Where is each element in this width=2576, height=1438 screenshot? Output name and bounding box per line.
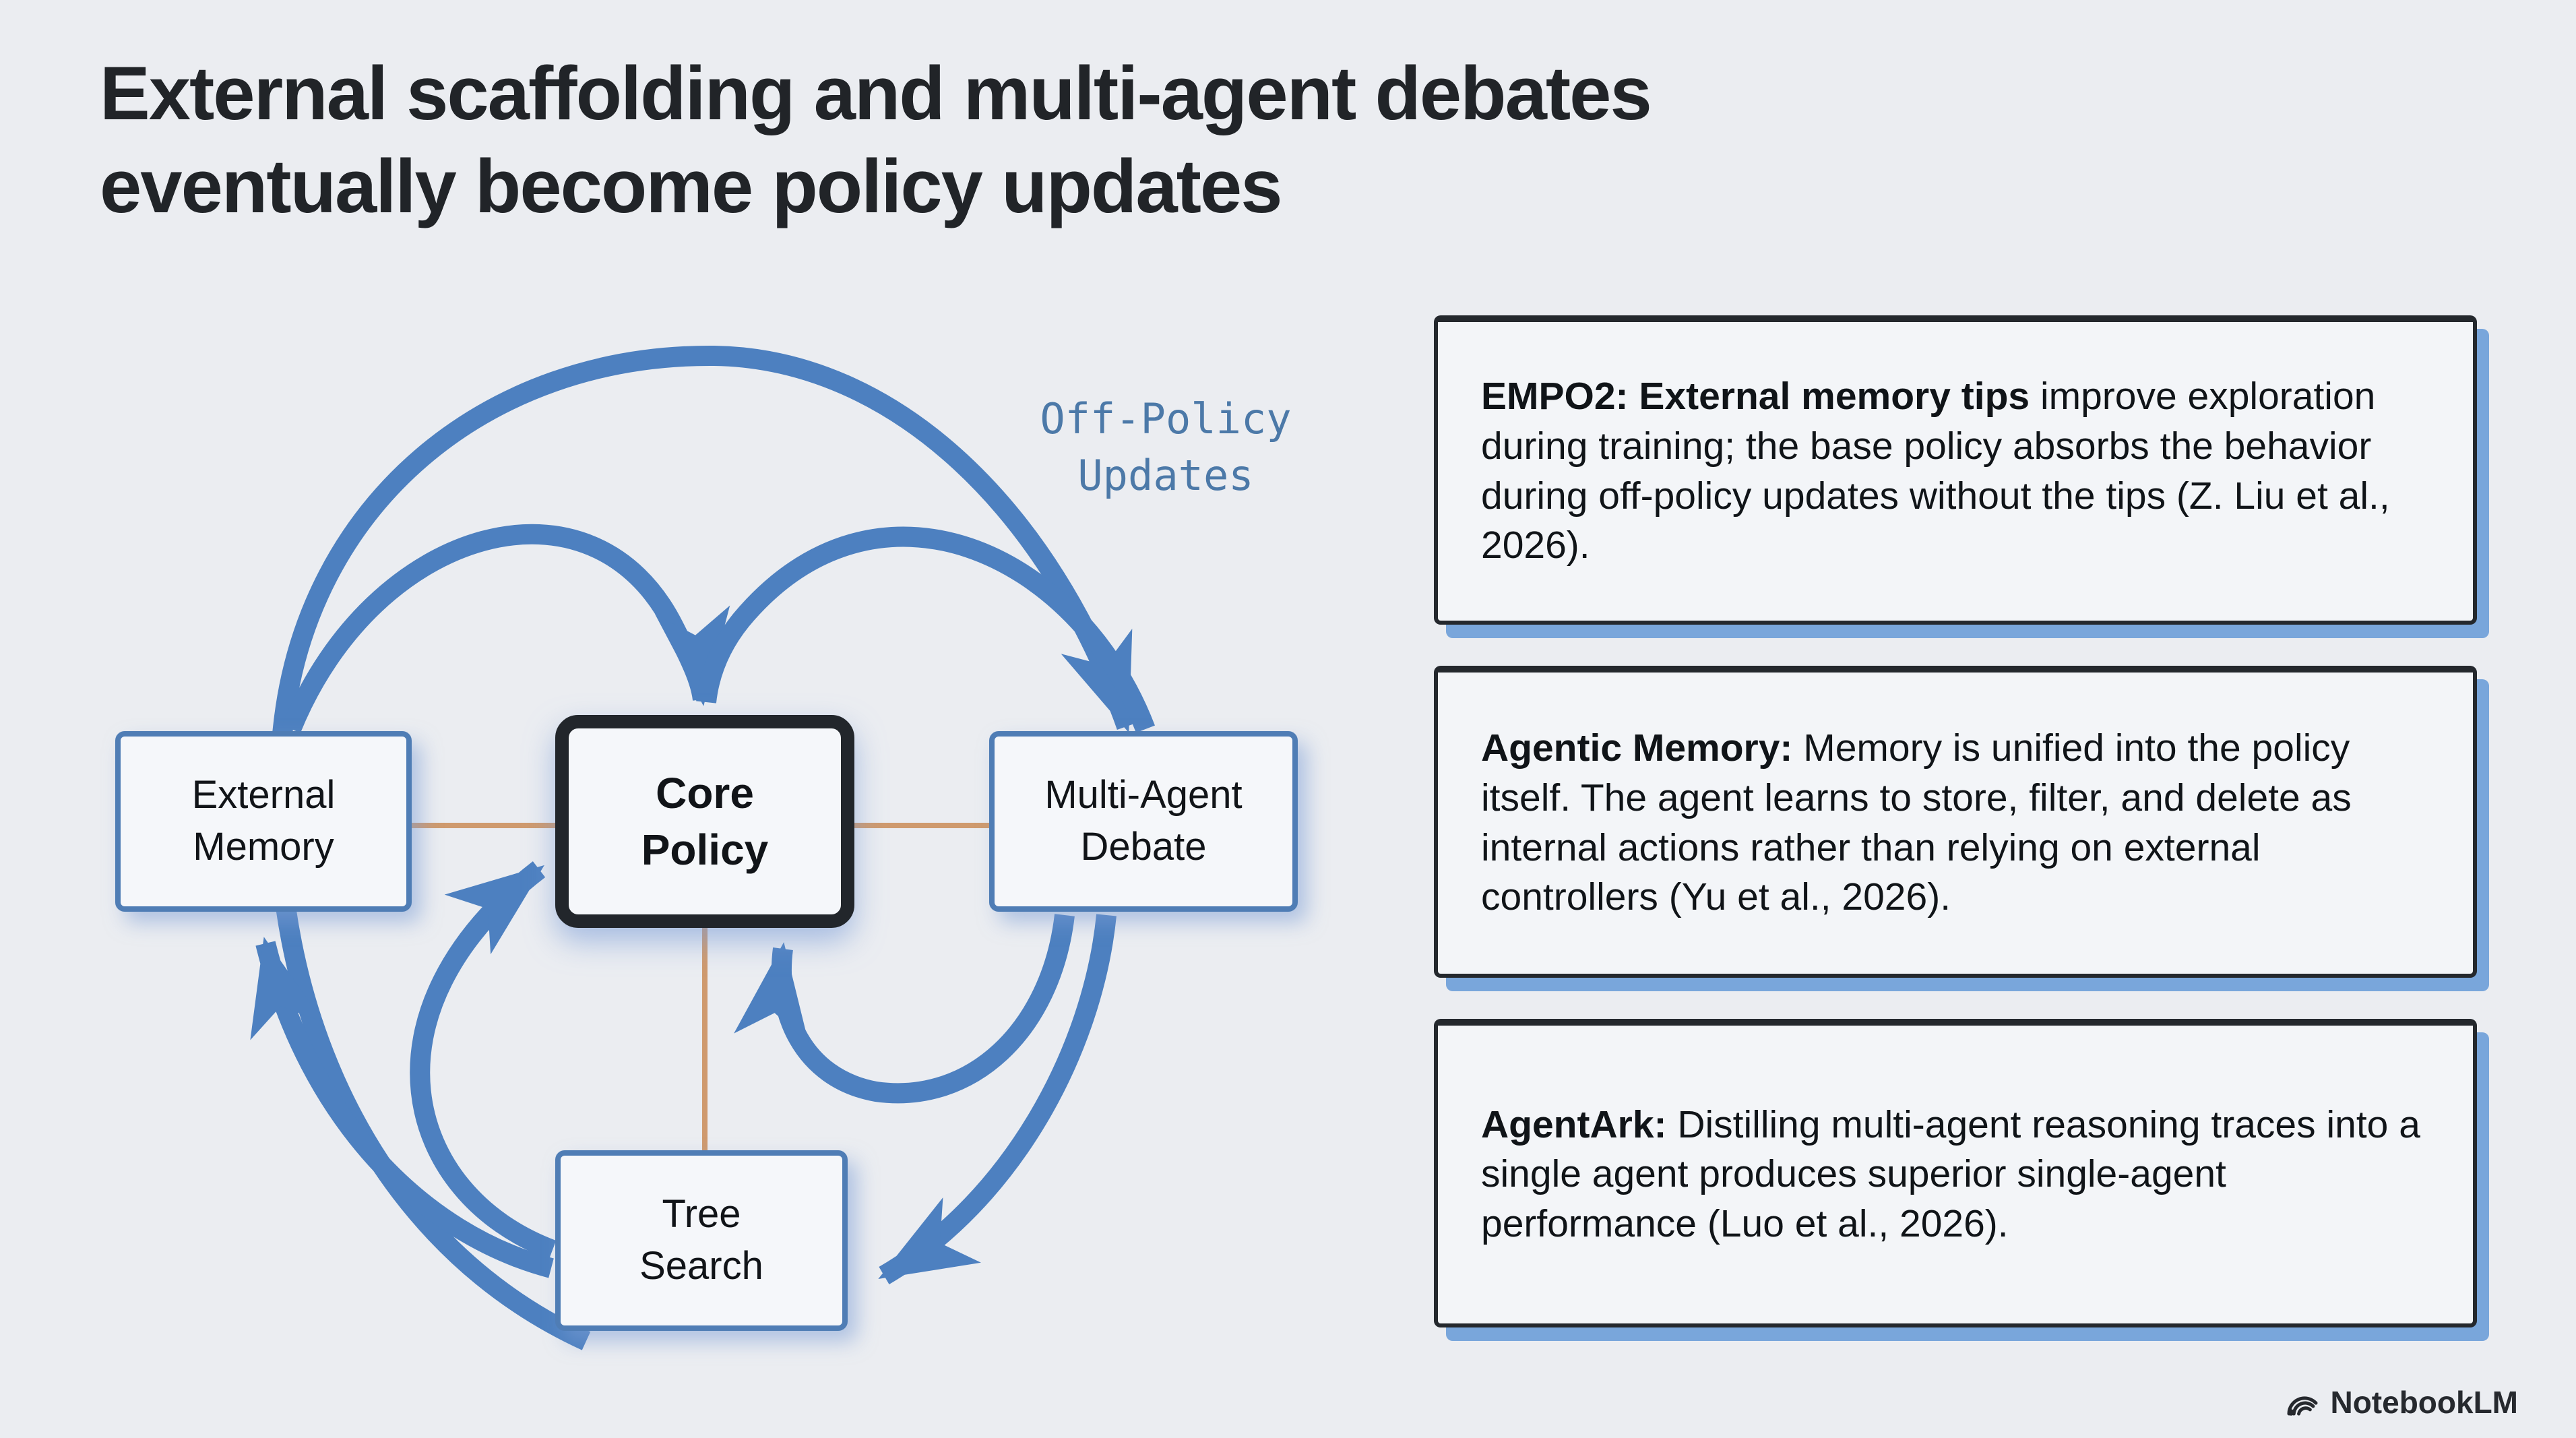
notebooklm-logo-icon <box>2287 1396 2318 1416</box>
node-multi-agent-debate-label-line-1: Multi-Agent <box>1044 773 1243 817</box>
node-core-policy: Core Policy <box>555 715 854 928</box>
node-external-memory-label-line-2: Memory <box>193 825 334 869</box>
node-tree-search: Tree Search <box>555 1150 848 1331</box>
callout-empo2-text: EMPO2: External memory tips improve expl… <box>1481 372 2430 570</box>
callout-agentic-memory-lead: Agentic Memory: <box>1481 726 1793 770</box>
callout-empo2-lead: EMPO2: External memory tips <box>1481 375 2030 418</box>
node-tree-search-label-line-1: Tree <box>662 1192 741 1237</box>
callout-agentark: AgentArk: Distilling multi-agent reasoni… <box>1434 1019 2477 1327</box>
off-policy-updates-label: Off-Policy Updates <box>997 391 1334 503</box>
callout-agentark-body: Distilling multi-agent reasoning traces … <box>1481 1102 2420 1245</box>
notebooklm-brand: NotebookLM <box>2283 1384 2518 1420</box>
callout-agentic-memory-text: Agentic Memory: Memory is unified into t… <box>1481 724 2430 922</box>
off-policy-label-line-2: Updates <box>1077 450 1254 500</box>
page-title-line-1: External scaffolding and multi-agent deb… <box>100 51 1652 135</box>
arrow-external-memory-to-core-policy <box>282 524 730 733</box>
notebooklm-brand-text: NotebookLM <box>2330 1385 2518 1420</box>
callout-agentark-text: AgentArk: Distilling multi-agent reasoni… <box>1481 1100 2430 1249</box>
off-policy-label-line-1: Off-Policy <box>1040 394 1292 443</box>
arrow-tree-search-to-external-memory <box>250 937 554 1278</box>
callout-empo2: EMPO2: External memory tips improve expl… <box>1434 315 2477 625</box>
page-title: External scaffolding and multi-agent deb… <box>100 47 2323 233</box>
callout-agentark-lead: AgentArk: <box>1481 1102 1667 1146</box>
callout-empo2-body: improve exploration during training; the… <box>1481 375 2390 567</box>
arrow-tree-search-to-core-policy <box>410 861 557 1260</box>
node-core-policy-label-line-2: Policy <box>641 825 769 874</box>
node-tree-search-label-line-2: Search <box>639 1244 763 1288</box>
node-multi-agent-debate: Multi-Agent Debate <box>989 731 1298 912</box>
page-title-line-2: eventually become policy updates <box>100 144 1282 228</box>
arrow-multi-agent-debate-to-tree-search <box>878 914 1117 1284</box>
callout-agentic-memory: Agentic Memory: Memory is unified into t… <box>1434 666 2477 978</box>
arrow-loop-to-core-policy-bottom-right <box>734 914 1075 1104</box>
node-multi-agent-debate-label-line-2: Debate <box>1080 825 1207 869</box>
node-external-memory-label-line-1: External <box>191 773 336 817</box>
arrow-off-policy-loop-to-multi-agent-debate <box>268 345 1137 1350</box>
arrow-multi-agent-debate-to-core-policy <box>696 526 1156 733</box>
callout-agentic-memory-body: Memory is unified into the policy itself… <box>1481 726 2352 919</box>
node-core-policy-label-line-1: Core <box>656 768 754 817</box>
node-external-memory: External Memory <box>115 731 412 912</box>
